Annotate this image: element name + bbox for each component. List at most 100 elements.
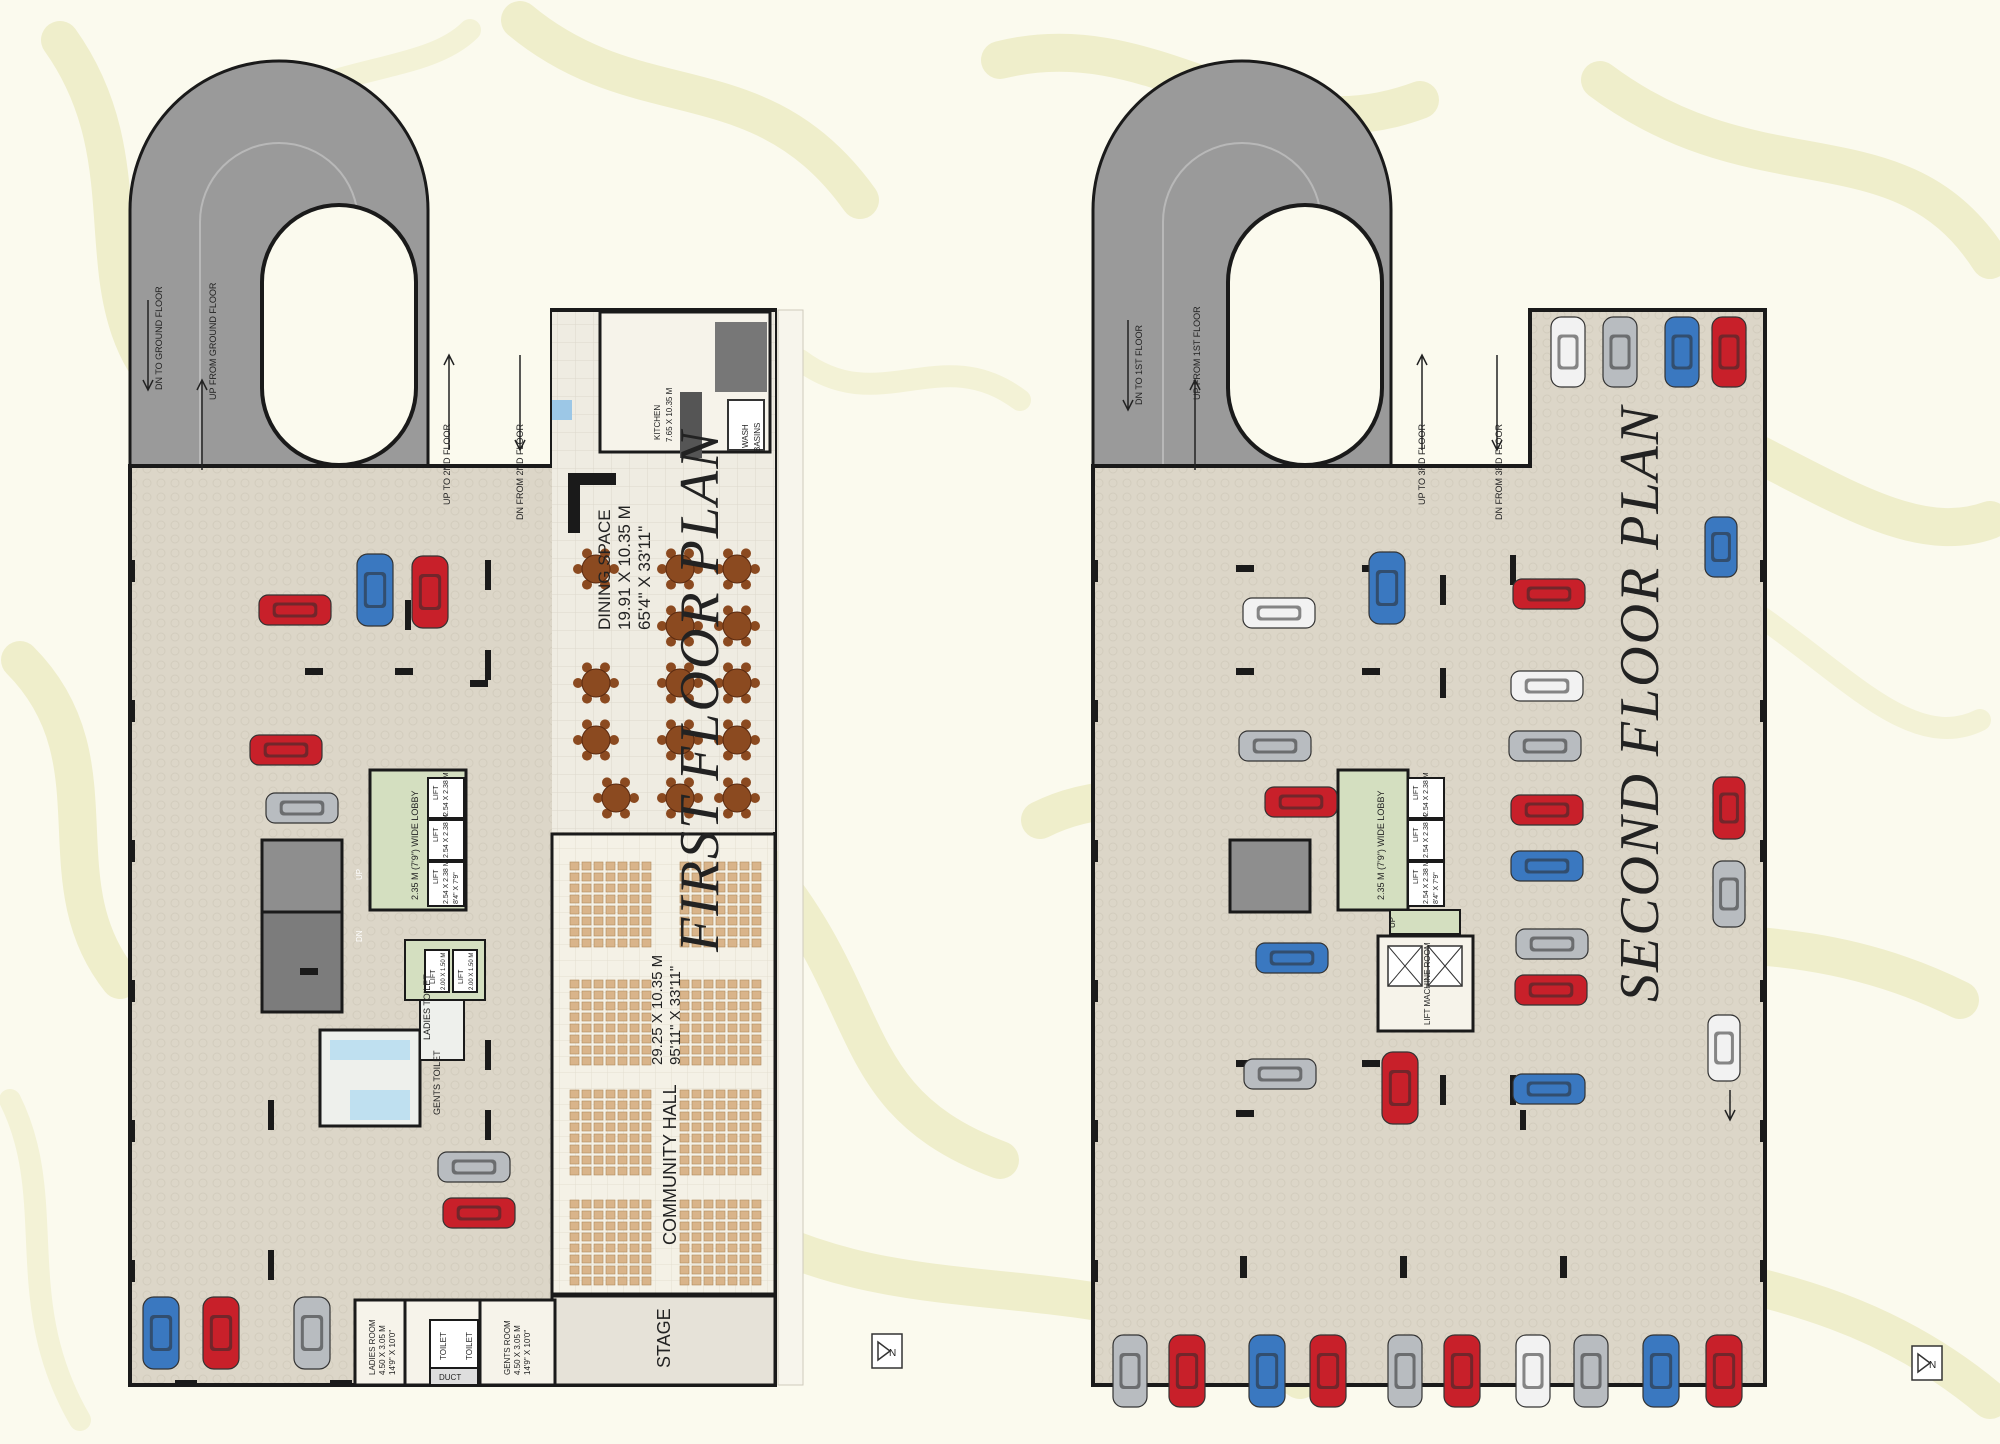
car [1510, 794, 1584, 826]
ff-ramp-up-2nd: UP TO 2ND FLOOR [442, 423, 452, 505]
car [202, 1296, 240, 1370]
ff-community-label: COMMUNITY HALL [660, 1084, 680, 1245]
car [1508, 730, 1582, 762]
car [1112, 1334, 1148, 1408]
ff-ramp-dn-2nd: DN FROM 2ND FLOOR [515, 423, 525, 520]
dining-table [714, 548, 760, 590]
car [293, 1296, 331, 1370]
ff-up-label: UP [355, 869, 364, 880]
dining-table [714, 719, 760, 761]
ff-gents-room-size-ft: 14'9" X 10'0" [523, 1330, 532, 1375]
ff-gents-toilet-label: GENTS TOILET [432, 1050, 442, 1115]
car [356, 553, 394, 627]
second-floor-plan-title: SECOND FLOOR PLAN [1609, 404, 1671, 1002]
dining-table [573, 662, 619, 704]
ff-lift-size-1: 2.54 X 2.38 M [443, 772, 450, 816]
car [1712, 860, 1746, 928]
car [411, 555, 449, 629]
ff-dn-label: DN [355, 930, 364, 942]
ff-ramp-dn-ground: DN TO GROUND FLOOR [154, 286, 164, 390]
car [1309, 1334, 1347, 1408]
dining-table [573, 548, 619, 590]
car [1248, 1334, 1286, 1408]
car [437, 1151, 511, 1183]
sf-up-label: UP [1388, 917, 1397, 928]
sf-ramp-island [1226, 203, 1384, 467]
ff-lift-label-5: LIFT [458, 969, 465, 984]
ff-stage-label: STAGE [654, 1308, 674, 1368]
dining-table [657, 548, 703, 590]
car [1387, 1334, 1423, 1408]
chair-block [569, 979, 652, 1066]
sf-lift-size-1: 2.54 X 2.38 M [1423, 772, 1430, 816]
car [1255, 942, 1329, 974]
car [1573, 1334, 1609, 1408]
ff-gents-room-size-m: 4.50 X 3.05 M [513, 1325, 522, 1375]
sf-lobby-label: 2.35 M (7'9") WIDE LOBBY [1376, 791, 1386, 900]
car [1514, 974, 1588, 1006]
ff-lift-size-2: 2.54 X 2.38 M [443, 814, 450, 858]
chair-block [679, 861, 762, 948]
car [1705, 1334, 1743, 1408]
car [265, 792, 339, 824]
sf-lift-size-2: 2.54 X 2.38 M [1423, 814, 1430, 858]
chair-block [679, 979, 762, 1066]
ff-lift-size-ft: 8'4" X 7'9" [453, 872, 460, 904]
dining-table [657, 777, 703, 819]
ff-toilet-label-2: TOILET [465, 1332, 474, 1360]
ff-stage [550, 1294, 777, 1387]
sf-lift-label-3: LIFT [1413, 869, 1420, 884]
ff-dining-size-ft: 65'4" X 33'11" [635, 526, 654, 630]
ff-duct-label: DUCT [439, 1373, 461, 1382]
ff-hall-chairs [569, 861, 762, 1286]
ff-lobby-label: 2.35 M (7'9") WIDE LOBBY [410, 791, 420, 900]
dining-table [657, 662, 703, 704]
dining-table [657, 605, 703, 647]
car [1550, 316, 1586, 388]
sf-perimeter-columns [1091, 560, 1767, 1282]
ff-basins-label: BASINS [753, 423, 762, 452]
ff-ramp-up-ground: UP FROM GROUND FLOOR [208, 282, 218, 400]
sf-lift-size-3: 2.54 X 2.38 M [1423, 860, 1430, 904]
car [142, 1296, 180, 1370]
car [1602, 316, 1638, 388]
ff-dining-label: DINING SPACE [595, 509, 614, 630]
chair-block [569, 861, 652, 948]
ff-lift-label-4: LIFT [430, 969, 437, 984]
chair-block [569, 1089, 652, 1176]
car [1443, 1334, 1481, 1408]
car [1510, 850, 1584, 882]
sf-north-arrow: N [1911, 1345, 1943, 1381]
dining-table [714, 662, 760, 704]
sf-ramp-up-3rd: UP TO 3RD FLOOR [1417, 423, 1427, 505]
chair-block [679, 1199, 762, 1286]
car [1242, 597, 1316, 629]
ff-ramp-island [260, 203, 418, 467]
ff-toilet-label-1: TOILET [439, 1332, 448, 1360]
car [258, 594, 332, 626]
dining-table [657, 719, 703, 761]
ff-kitchen-label: KITCHEN [653, 405, 662, 440]
ff-ladies-room-label: LADIES ROOM [368, 1319, 377, 1375]
ff-lift-label-3: LIFT [433, 869, 440, 884]
ff-lift-label-2: LIFT [433, 827, 440, 842]
sf-ramp-dn-1st: DN TO 1ST FLOOR [1134, 324, 1144, 405]
car [1704, 516, 1738, 578]
car [1707, 1014, 1741, 1082]
ff-ladies-toilet-label: LADIES TOILET [422, 974, 432, 1040]
ff-lift-small-1: 2.00 X 1.50 M [441, 953, 447, 990]
car [1264, 786, 1338, 818]
car [1510, 670, 1584, 702]
ff-community-size-m: 29.25 X 10.35 M [649, 955, 666, 1065]
sf-lift-label-2: LIFT [1413, 827, 1420, 842]
sf-parked-cars [1112, 316, 1747, 1408]
sf-machine-room-label: LIFT MACHINE ROOM [1423, 942, 1432, 1025]
ff-wash-label: WASH [741, 424, 750, 448]
ff-community-size-ft: 95'11" X 33'11" [667, 966, 684, 1065]
car [1368, 551, 1406, 625]
car [1711, 316, 1747, 388]
sf-lift-size-ft: 8'4" X 7'9" [1433, 872, 1440, 904]
sf-lift-label-1: LIFT [1413, 785, 1420, 800]
car [1712, 776, 1746, 840]
